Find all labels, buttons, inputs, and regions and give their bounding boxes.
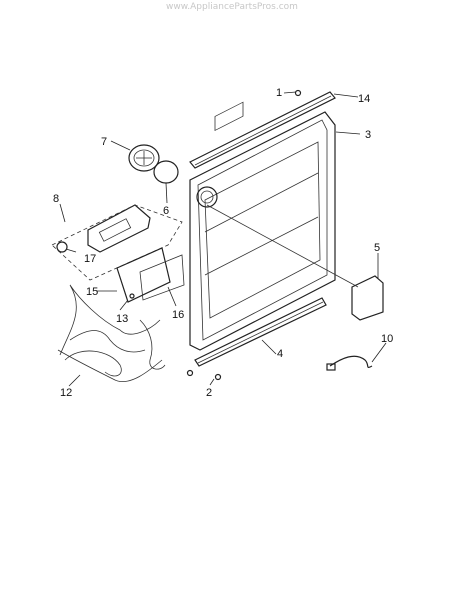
callout-4: 4	[277, 348, 283, 360]
wire-harness	[57, 284, 166, 382]
callout-13: 13	[116, 313, 128, 325]
cable	[326, 355, 373, 371]
callout-1: 1	[276, 87, 282, 99]
bottom-trim-strip	[194, 297, 327, 367]
callout-12: 12	[60, 387, 72, 399]
knob	[56, 241, 68, 253]
callout-17: 17	[84, 253, 96, 265]
assembly-guide-line	[206, 204, 359, 288]
vent-assembly	[128, 144, 160, 172]
control-module-housing	[51, 204, 183, 281]
circuit-board	[116, 247, 185, 303]
bottom-screws	[186, 369, 222, 381]
vent-gasket	[153, 160, 179, 184]
callout-3: 3	[365, 129, 371, 141]
top-screw	[294, 89, 302, 97]
board-screw	[129, 293, 135, 299]
callout-5: 5	[374, 242, 380, 254]
callout-2: 2	[206, 387, 212, 399]
bracket	[351, 275, 384, 321]
callout-8: 8	[53, 193, 59, 205]
inner-door-panel	[189, 101, 336, 351]
callout-10: 10	[381, 333, 393, 345]
top-trim-strip	[189, 91, 336, 169]
callout-16: 16	[172, 309, 184, 321]
callout-15: 15	[86, 286, 98, 298]
callout-7: 7	[101, 136, 107, 148]
callout-6: 6	[163, 205, 169, 217]
leader-lines	[59, 91, 387, 387]
callout-14: 14	[358, 93, 370, 105]
watermark: www.AppliancePartsPros.com	[166, 2, 298, 12]
